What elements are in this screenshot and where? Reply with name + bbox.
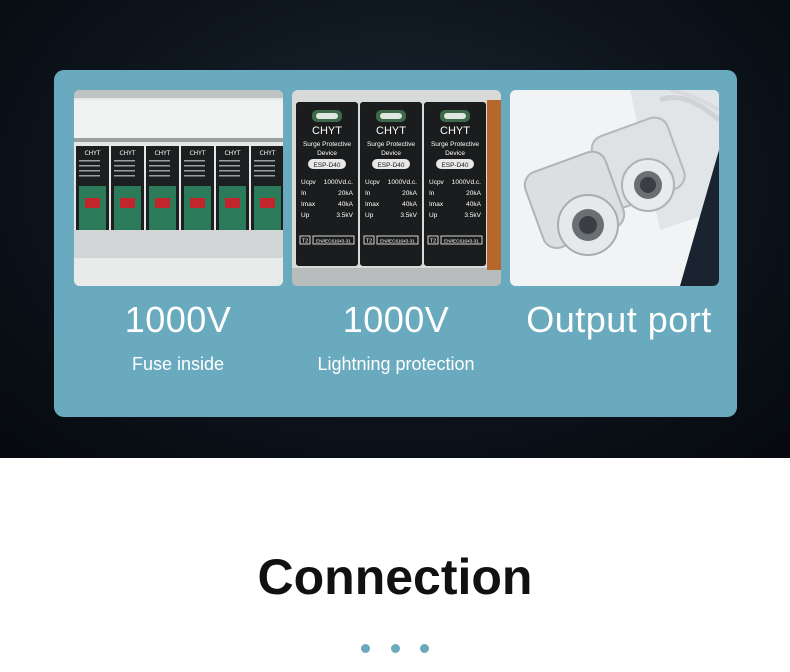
section-title: Connection xyxy=(257,549,533,605)
spd-spec-value: 20kA xyxy=(466,190,481,197)
spd-spec-key: Up xyxy=(365,212,374,219)
spd-name-line1: Surge Protective xyxy=(367,141,415,148)
fuse-module: CHYT xyxy=(76,146,109,230)
fuse-brand-label: CHYT xyxy=(224,150,240,157)
feature-2-title: 1000V xyxy=(342,299,450,340)
spd-class-label: T2 xyxy=(366,239,372,245)
spd-model-label: ESP-D40 xyxy=(377,162,404,169)
spd-spec-value: 3.5kV xyxy=(464,212,481,219)
feature-card: CHYT CHYT CHYT CHYT CHYT CHYT CHYT Surge Prote… xyxy=(54,70,737,417)
spd-spec-key: Imax xyxy=(429,201,444,208)
fuse-brand-label: CHYT xyxy=(189,150,205,157)
spd-model-label: ESP-D40 xyxy=(441,162,468,169)
spd-spec-value: 20kA xyxy=(402,190,417,197)
spd-name-line2: Device xyxy=(317,150,337,157)
spd-spec-key: Ucpv xyxy=(301,179,317,186)
pagination-dot xyxy=(361,644,371,653)
spd-spec-key: In xyxy=(365,190,371,197)
fuse-module: CHYT xyxy=(251,146,283,230)
spd-spec-key: In xyxy=(429,190,435,197)
spd-spec-value: 1000Vd.c. xyxy=(388,179,417,186)
spd-class-label: T2 xyxy=(430,239,436,245)
spd-spec-value: 20kA xyxy=(338,190,353,197)
spd-standard-label: EN/IEC61643-31 xyxy=(380,239,415,244)
cable-gland-photo xyxy=(510,90,719,286)
cable-gland-left xyxy=(523,150,626,256)
feature-1-title: 1000V xyxy=(124,299,232,340)
pagination-dots xyxy=(0,640,790,658)
fuse-module: CHYT xyxy=(111,146,144,230)
feature-2-subtitle: Lightning protection xyxy=(317,354,475,374)
spd-spec-key: In xyxy=(301,190,307,197)
spd-brand-label: CHYT xyxy=(376,125,406,137)
pagination-dot xyxy=(390,644,400,653)
fuse-brand-label: CHYT xyxy=(84,150,100,157)
spd-brand-label: CHYT xyxy=(440,125,470,137)
spd-name-line2: Device xyxy=(381,150,401,157)
spd-spec-value: 40kA xyxy=(338,201,353,208)
spd-standard-label: EN/IEC61643-31 xyxy=(444,239,479,244)
spd-spec-value: 3.5kV xyxy=(336,212,353,219)
spd-name-line2: Device xyxy=(445,150,465,157)
spd-brand-label: CHYT xyxy=(312,125,342,137)
spd-spec-key: Imax xyxy=(365,201,380,208)
spd-standard-label: EN/IEC61643-31 xyxy=(316,239,351,244)
pagination-dot xyxy=(419,644,429,653)
spd-name-line1: Surge Protective xyxy=(303,141,351,148)
fuse-holder-photo: CHYT CHYT CHYT CHYT CHYT CHYT xyxy=(74,90,283,286)
fuse-module: CHYT xyxy=(181,146,214,230)
cable-gland-illustration xyxy=(510,90,719,286)
fuse-brand-label: CHYT xyxy=(154,150,170,157)
spd-spec-key: Up xyxy=(429,212,438,219)
spd-spec-value: 1000Vd.c. xyxy=(452,179,481,186)
spd-spec-key: Ucpv xyxy=(429,179,445,186)
spd-spec-key: Imax xyxy=(301,201,316,208)
spd-spec-key: Ucpv xyxy=(365,179,381,186)
spd-spec-key: Up xyxy=(301,212,310,219)
spd-spec-value: 40kA xyxy=(466,201,481,208)
fuse-holder-illustration: CHYT CHYT CHYT CHYT CHYT CHYT xyxy=(74,90,283,286)
spd-class-label: T2 xyxy=(302,239,308,245)
feature-1-subtitle: Fuse inside xyxy=(131,354,225,374)
top-dark-band: CHYT CHYT CHYT CHYT CHYT CHYT CHYT Surge Prote… xyxy=(0,0,790,458)
feature-3-title: Output port xyxy=(526,299,712,340)
fuse-brand-label: CHYT xyxy=(119,150,135,157)
fuse-module: CHYT xyxy=(146,146,179,230)
spd-model-label: ESP-D40 xyxy=(313,162,340,169)
fuse-brand-label: CHYT xyxy=(259,150,275,157)
spd-name-line1: Surge Protective xyxy=(431,141,479,148)
fuse-module: CHYT xyxy=(216,146,249,230)
spd-spec-value: 3.5kV xyxy=(400,212,417,219)
spd-spec-value: 1000Vd.c. xyxy=(324,179,353,186)
spd-spec-value: 40kA xyxy=(402,201,417,208)
